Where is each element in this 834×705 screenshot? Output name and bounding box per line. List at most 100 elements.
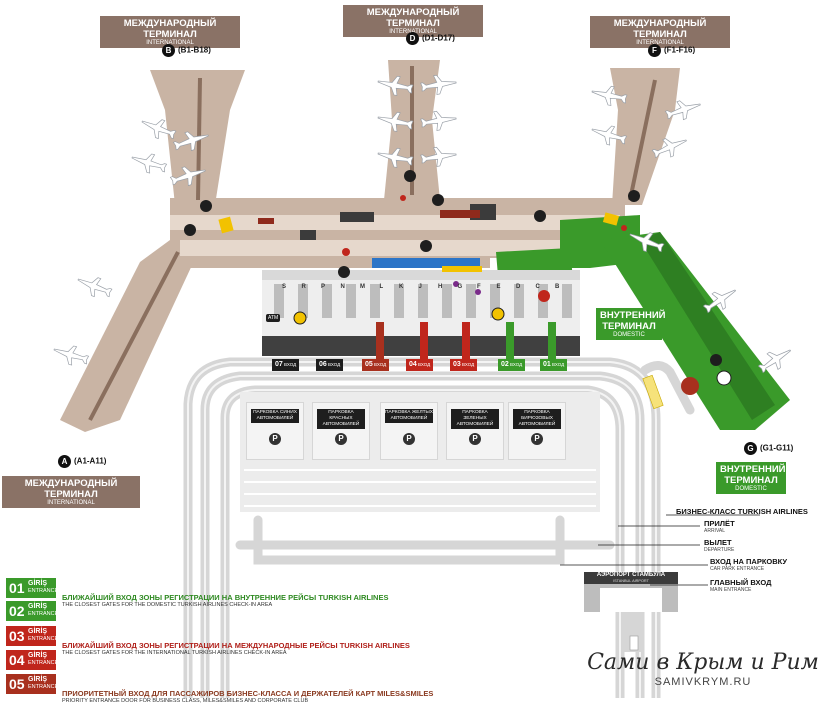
label-title: БИЗНЕС-КЛАСС TURKISH AIRLINES [676, 507, 808, 516]
checkin-counter-letter: S [282, 284, 287, 290]
checkin-counter-letter: J [418, 284, 422, 290]
security-strip [372, 258, 480, 268]
legend-description-title: БЛИЖАЙШИЙ ВХОД ЗОНЫ РЕГИСТРАЦИИ НА МЕЖДУ… [62, 641, 410, 650]
checkin-counter-letter: P [321, 284, 326, 290]
label-title: ВЫЛЕТ [704, 538, 732, 547]
terminal-title: МЕЖДУНАРОДНЫЙ ТЕРМИНАЛ [366, 7, 460, 29]
main-entrance-building [584, 572, 678, 652]
entrance-04-badge: 04 ВХОД [406, 359, 434, 371]
legend-subword: ENTRANCE [28, 660, 59, 666]
label-subtitle: DEPARTURE [704, 547, 735, 553]
parking-icon: P [469, 433, 481, 445]
entrance-word: ВХОД [282, 362, 297, 367]
entry-corridors [376, 322, 556, 360]
label-car-park-entrance: ВХОД НА ПАРКОВКУ CAR PARK ENTRANCE [710, 557, 787, 572]
pier-f-label: F(F1-F16) [648, 44, 695, 57]
entrance-number: 02 [501, 361, 509, 368]
label-arrival: ПРИЛЁТ ARRIVAL [704, 519, 735, 534]
entrance-07-badge: 07 ВХОД [272, 359, 300, 371]
legend-description-title: БЛИЖАЙШИЙ ВХОД ЗОНЫ РЕГИСТРАЦИИ НА ВНУТР… [62, 593, 389, 602]
label-subtitle: MAIN ENTRANCE [710, 587, 752, 593]
checkin-counter-letter: E [496, 284, 501, 290]
terminal-subtitle: INTERNATIONAL [146, 40, 194, 46]
international-terminal-label-d: МЕЖДУНАРОДНЫЙ ТЕРМИНАЛ INTERNATIONAL [343, 5, 483, 37]
label-subtitle: ARRIVAL [704, 528, 726, 534]
terminal-title: ТЕРМИНАЛ [602, 321, 656, 332]
legend-word: GİRİŞ [28, 652, 48, 659]
pier-letter: A [58, 455, 71, 468]
checkin-counter-letter: G [457, 284, 463, 290]
parking-lot-label-line: ПАРКОВКА ЖЕЛТЫХ [385, 410, 433, 415]
legend-word: GİRİŞ [28, 628, 48, 635]
turkish-airlines-logo-icon [681, 377, 699, 395]
bus-icon [642, 374, 664, 410]
legend-subword: ENTRANCE [28, 684, 59, 690]
entrance-word: ВХОД [460, 362, 475, 367]
legend-number: 03 [9, 628, 25, 644]
parking-lot-label-line: ПАРКОВКА КРАСНЫХ [328, 410, 354, 421]
parking-lot-label-line: АВТОМОБИЛЕЙ [390, 416, 428, 421]
airport-sign-subtitle: ISTANBUL AIRPORT [613, 579, 649, 583]
pier-range: (G1-G11) [760, 443, 794, 453]
terminal-subtitle: INTERNATIONAL [47, 500, 95, 506]
airport-sign: АЭРОПОРТ СТАМБУЛА ISTANBUL AIRPORT [584, 572, 678, 584]
pier-range: (D1-D17) [422, 33, 455, 43]
domestic-terminal-label-g: ВНУТРЕННИЙ ТЕРМИНАЛ DOMESTIC [716, 462, 786, 494]
international-terminal-label-b: МЕЖДУНАРОДНЫЙ ТЕРМИНАЛ INTERNATIONAL [100, 16, 240, 48]
legend-number: 04 [9, 652, 25, 668]
entrance-word: ВХОД [550, 362, 565, 367]
entrance-03-badge: 03 ВХОД [450, 359, 478, 371]
label-departure: ВЫЛЕТ DEPARTURE [704, 538, 734, 553]
international-terminal-label-a: МЕЖДУНАРОДНЫЙ ТЕРМИНАЛ INTERNATIONAL [2, 476, 140, 508]
pier-letter: G [744, 442, 757, 455]
entrance-word: ВХОД [508, 362, 523, 367]
legend-subword: ENTRANCE [28, 611, 59, 617]
parking-lot-label-line: АВТОМОБИЛЕЙ [518, 422, 556, 427]
entrance-number: 05 [365, 361, 373, 368]
parking-lot-label-line: ПАРКОВКА ЗЕЛЕНЫХ [462, 410, 488, 421]
legend-number: 01 [9, 580, 25, 596]
entrance-word: ВХОД [416, 362, 431, 367]
checkin-counter-letter: K [399, 284, 404, 290]
checkin-counter-letter: M [360, 284, 365, 290]
legend-description-subtitle: THE CLOSEST GATES FOR THE DOMESTIC TURKI… [62, 602, 273, 608]
label-title: ГЛАВНЫЙ ВХОД [710, 578, 772, 587]
checkin-counter-letter: C [535, 284, 540, 290]
legend-subword: ENTRANCE [28, 588, 59, 594]
terminal-title: ВНУТРЕННИЙ [600, 310, 666, 321]
terminal-title: МЕЖДУНАРОДНЫЙ ТЕРМИНАЛ [24, 478, 118, 500]
terminal-subtitle: INTERNATIONAL [636, 40, 684, 46]
pier-range: (F1-F16) [664, 45, 696, 55]
pier-letter: F [648, 44, 661, 57]
checkin-counter-letter: F [477, 284, 481, 290]
pointer-lines [560, 514, 760, 586]
terminal-title: ТЕРМИНАЛ [724, 475, 778, 486]
checkin-counter-letter: R [301, 284, 306, 290]
parking-lot-label-line: АВТОМОБИЛЕЙ [322, 422, 360, 427]
parking-icon: P [269, 433, 281, 445]
legend-word: GİRİŞ [28, 603, 48, 610]
label-main-entrance: ГЛАВНЫЙ ВХОД MAIN ENTRANCE [710, 578, 771, 593]
label-subtitle: CAR PARK ENTRANCE [710, 566, 765, 572]
watermark-url: SAMIVKRYM.RU [654, 676, 752, 688]
pier-range: (A1-A11) [74, 456, 107, 466]
legend-description: БЛИЖАЙШИЙ ВХОД ЗОНЫ РЕГИСТРАЦИИ НА ВНУТР… [62, 593, 442, 609]
international-terminal-label-f: МЕЖДУНАРОДНЫЙ ТЕРМИНАЛ INTERNATIONAL [590, 16, 730, 48]
parking-lot-label-line: ПАРКОВКА СИНИХ [253, 410, 297, 415]
legend-description: ПРИОРИТЕТНЫЙ ВХОД ДЛЯ ПАССАЖИРОВ БИЗНЕС-… [62, 689, 442, 705]
checkin-counter-letter: H [438, 284, 443, 290]
pier-a-label: A(A1-A11) [58, 455, 106, 468]
checkin-counter-letter: L [379, 284, 384, 290]
entrance-06-badge: 06 ВХОД [316, 359, 344, 371]
parking-icon: P [403, 433, 415, 445]
